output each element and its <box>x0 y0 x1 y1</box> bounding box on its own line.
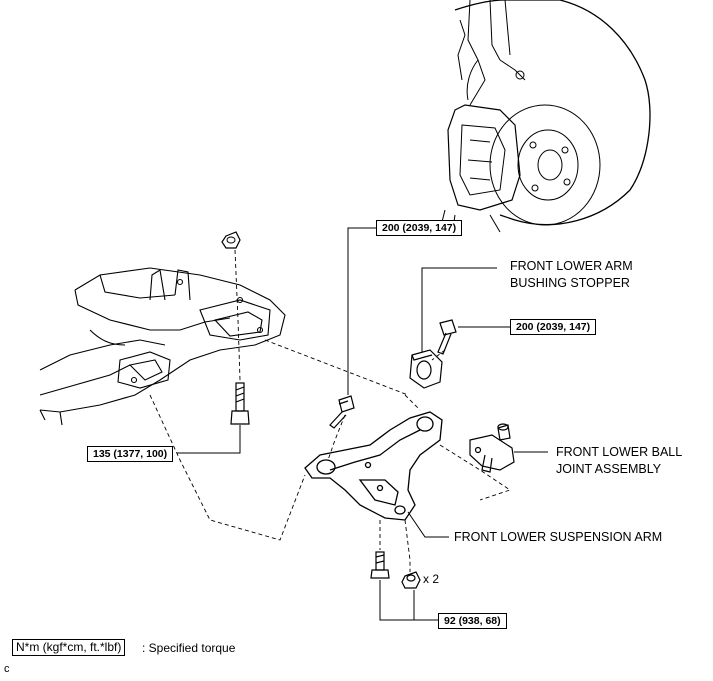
legend-description: : Specified torque <box>142 641 236 655</box>
torque-subframe-bolt: 135 (1377, 100) <box>87 446 174 462</box>
torque-stopper-bolt: 200 (2039, 147) <box>510 319 597 335</box>
label-ball-joint-2: JOINT ASSEMBLY <box>556 462 662 476</box>
label-suspension-arm: FRONT LOWER SUSPENSION ARM <box>454 530 663 544</box>
quantity-x2: x 2 <box>423 572 440 586</box>
arm-rear-bolt <box>370 551 390 579</box>
alignment-lines <box>149 249 512 572</box>
arm-rear-nut <box>401 571 421 589</box>
label-bushing-stopper-1: FRONT LOWER ARM <box>510 259 633 273</box>
torque-arm-bolts: 92 (938, 68) <box>438 613 507 629</box>
ball-joint-assembly <box>469 423 515 473</box>
stopper-bolt <box>437 319 457 355</box>
brake-disc-assembly <box>439 0 651 236</box>
corner-mark: c <box>4 663 10 675</box>
label-bushing-stopper-2: BUSHING STOPPER <box>510 276 630 290</box>
label-ball-joint-1: FRONT LOWER BALL <box>556 445 683 459</box>
lower-suspension-arm <box>304 411 443 521</box>
leader-lines <box>177 227 548 621</box>
arm-front-bolt <box>329 395 355 429</box>
torque-upper-bolt: 200 (2039, 147) <box>376 220 463 236</box>
front-suspension-crossmember <box>39 267 286 426</box>
subframe-nut <box>221 231 241 249</box>
subframe-bolt <box>230 382 250 425</box>
legend-unit-box: N*m (kgf*cm, ft.*lbf) <box>12 639 126 656</box>
bushing-stopper <box>409 349 443 389</box>
